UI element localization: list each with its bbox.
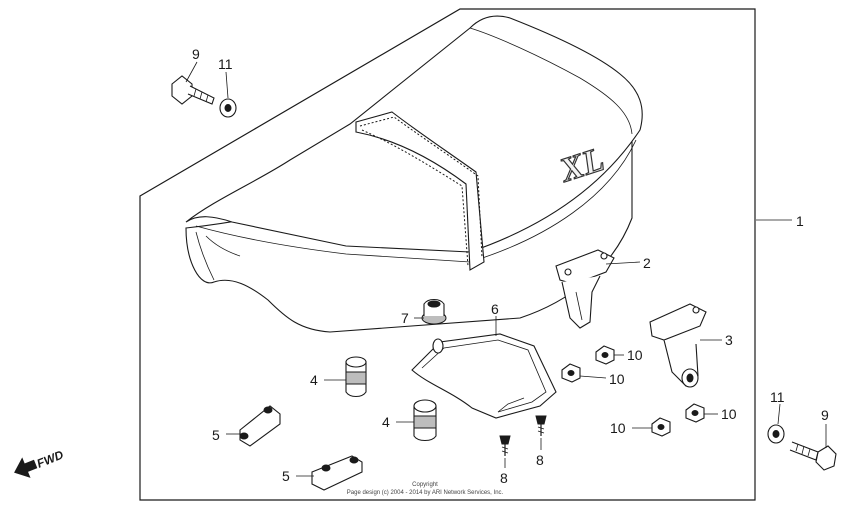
seat-cushion-rubber-right [413, 399, 437, 442]
callout-seat: 1 [796, 213, 804, 229]
nut-d [651, 417, 671, 437]
seat-stopper-upper [239, 405, 281, 447]
seat-bracket-rear [649, 303, 707, 388]
callout-stopper-upper: 5 [212, 427, 220, 443]
callout-nut-b: 10 [609, 371, 625, 387]
seat-bracket-front [555, 249, 615, 329]
nut-a [595, 345, 615, 365]
callout-cushion-left: 4 [310, 372, 318, 388]
callout-tray: 6 [491, 301, 499, 317]
callout-numbers: 1 2 3 4 4 5 5 6 7 8 8 9 9 10 10 10 10 11… [192, 46, 829, 486]
callout-nut-c: 10 [721, 406, 737, 422]
callout-cushion-right: 4 [382, 414, 390, 430]
forward-direction-indicator: FWD [14, 447, 66, 478]
fwd-arrow-icon [14, 457, 38, 478]
callout-bracket-rear: 3 [725, 332, 733, 348]
callout-grommet: 7 [401, 310, 409, 326]
nut-b [561, 363, 581, 383]
callout-bracket-front: 2 [643, 255, 651, 271]
bolt-upper-left [171, 75, 215, 105]
callout-bolt-lower-right: 9 [821, 407, 829, 423]
callout-washer-lower-right: 11 [770, 389, 785, 405]
washer-lower-right [767, 424, 785, 444]
seat-stopper-lower [311, 455, 363, 491]
leader-lines [185, 61, 827, 477]
seat-tray [411, 333, 557, 419]
tapping-screw-left [499, 435, 511, 456]
fwd-label: FWD [35, 447, 66, 470]
grommet [421, 298, 447, 325]
bolt-lower-right [789, 441, 837, 471]
callout-nut-d: 10 [610, 420, 626, 436]
assembly-boundary-frame [139, 8, 756, 501]
copyright-line-1: Copyright [412, 482, 438, 488]
nut-c [685, 403, 705, 423]
callout-bolt-upper-left: 9 [192, 46, 200, 62]
callout-stopper-lower: 5 [282, 468, 290, 484]
copyright-line-2: Page design (c) 2004 - 2014 by ARI Netwo… [347, 490, 504, 496]
seat-cushion-rubber-left [345, 356, 367, 398]
callout-screw-right: 8 [536, 452, 544, 468]
tapping-screw-right [535, 415, 547, 436]
callout-screw-left: 8 [500, 470, 508, 486]
callout-nut-a: 10 [627, 347, 643, 363]
seat-assembly: XL [185, 15, 643, 333]
washer-upper-left [219, 98, 237, 118]
callout-washer-upper-left: 11 [218, 56, 233, 72]
